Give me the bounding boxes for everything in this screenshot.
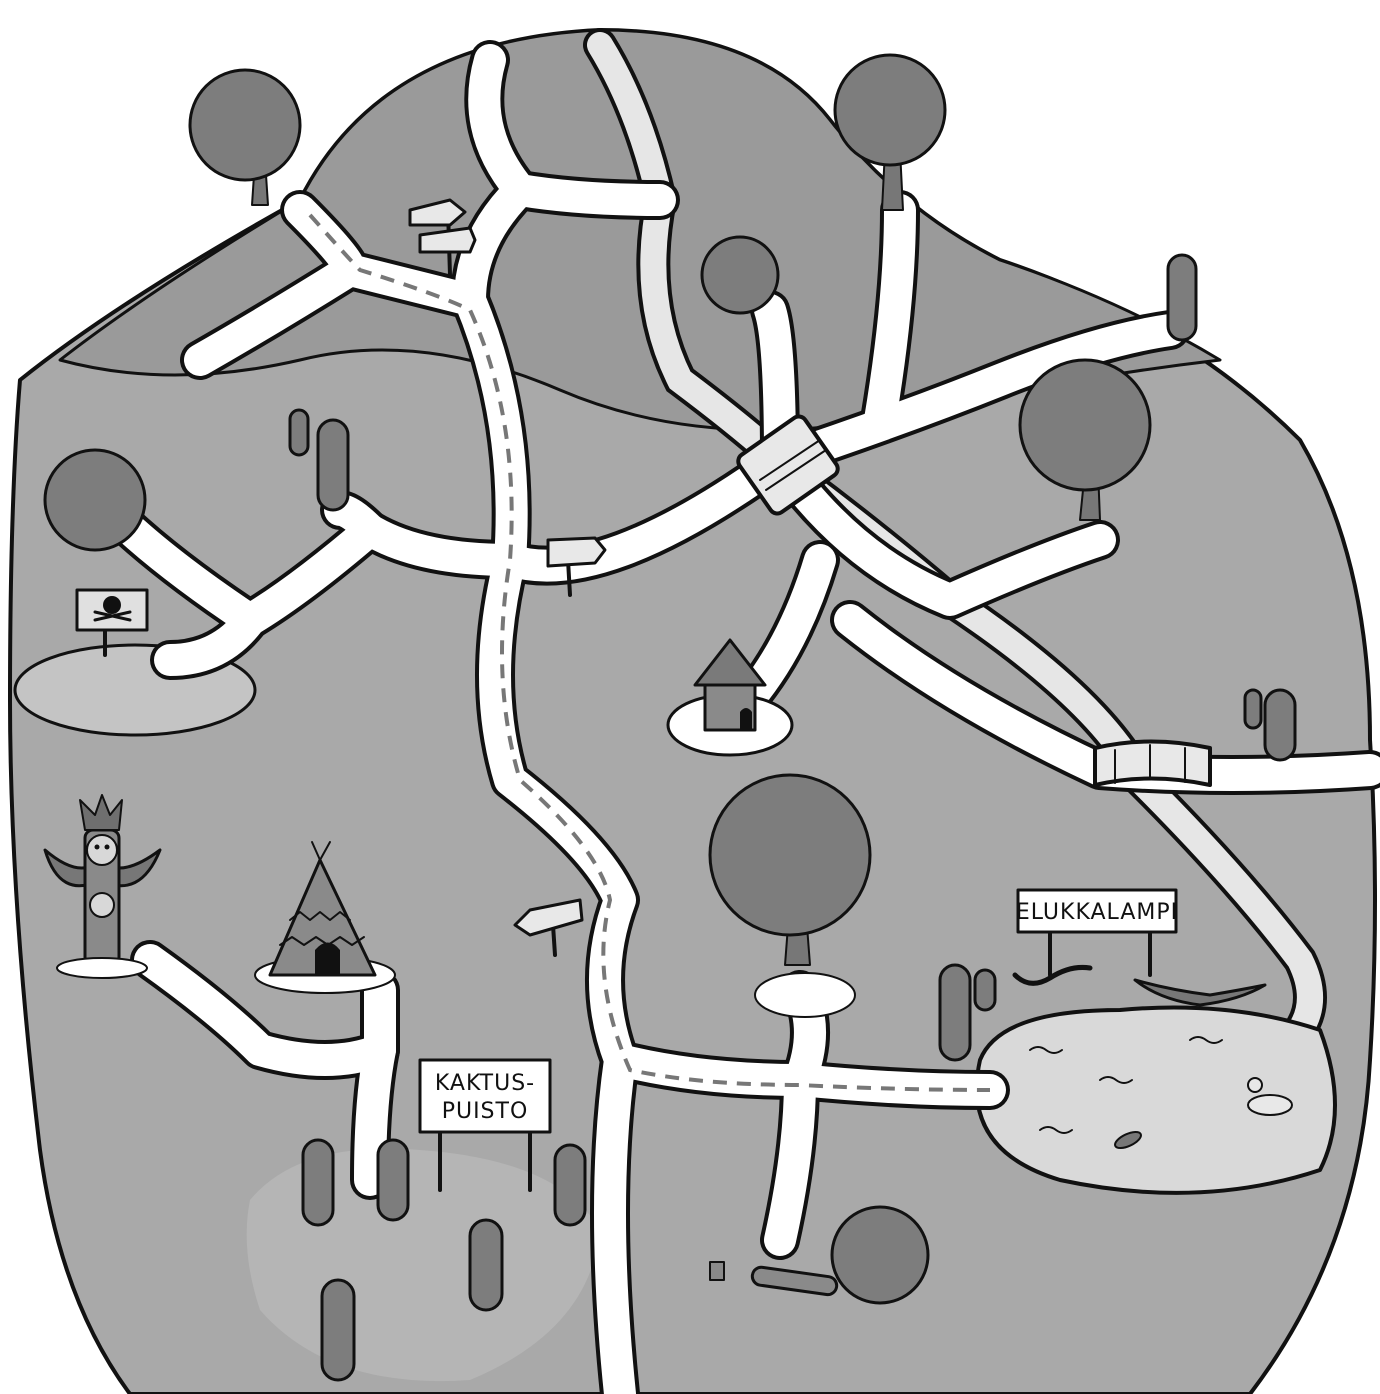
cactus-icon [1243,688,1297,762]
bush-icon [43,235,930,1305]
skull-warning-sign-icon [75,588,149,657]
snake-icon [1012,965,1093,986]
signpost-icon [408,198,477,277]
bridge-icon [736,414,840,516]
tree-icon [708,773,872,1018]
elukkalampi-sign-label: ELUKKALAMPI [1016,900,1178,925]
kaktuspuisto-sign: KAKTUS- PUISTO [418,1058,552,1192]
elukkalampi-sign: ELUKKALAMPI [1016,888,1178,977]
signpost-icon [513,898,584,957]
tree-icon [188,68,302,206]
pond [974,1005,1337,1195]
cactus-icon [468,1218,504,1312]
bridge-icon [1093,739,1212,787]
kaktuspuisto-sign-line1: KAKTUS- [435,1071,535,1096]
teepee-icon [254,841,396,994]
lizard-icon [1133,978,1267,1007]
cactus-icon [553,1143,587,1227]
fish-icon [1114,1130,1142,1150]
duck-icon [1247,1077,1293,1116]
totem-pole-icon [43,794,162,979]
water-ripples [1029,1036,1223,1134]
tree-icon [833,53,947,211]
cactus-icon [288,408,350,512]
cactus-icon [301,1138,335,1227]
cactus-icon [376,1138,410,1222]
marked-trail [308,213,991,1092]
stump-icon [709,1261,725,1281]
kaktuspuisto-sign-line2: PUISTO [442,1099,529,1124]
signpost-icon [546,536,607,597]
cactus-icon [938,963,997,1062]
cactus-icon [320,1278,356,1382]
tree-icon [1018,358,1152,521]
log-icon [750,1265,839,1297]
hut-icon [693,638,767,732]
cactus-icon [1166,253,1198,342]
